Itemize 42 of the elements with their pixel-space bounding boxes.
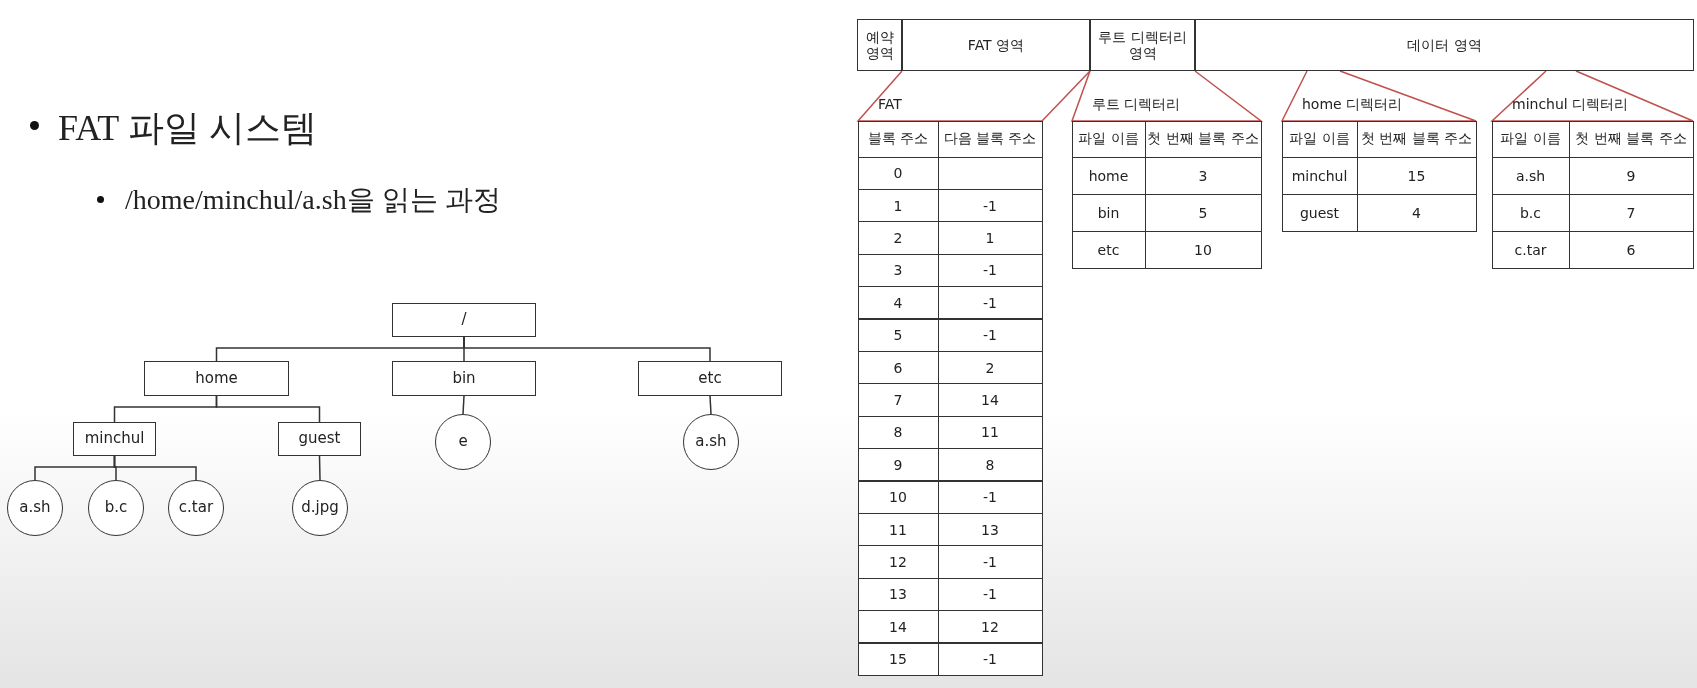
- file-circle: a.sh: [7, 480, 63, 536]
- table-cell: -1: [937, 480, 1043, 514]
- file-circle: e: [435, 414, 491, 470]
- folder-box: minchul: [73, 422, 156, 456]
- table-heading: minchul 디렉터리: [1512, 96, 1629, 114]
- tree-line: [318, 455, 321, 481]
- file-circle: a.sh: [683, 414, 739, 470]
- region-box: 예약 영역: [857, 19, 902, 71]
- region-box: FAT 영역: [902, 19, 1090, 71]
- zoom-line: [856, 70, 1091, 122]
- title: FAT 파일 시스템: [58, 107, 317, 150]
- table-cell: 6: [1568, 230, 1694, 269]
- zoom-line: [1070, 70, 1264, 122]
- folder-box: guest: [278, 422, 361, 456]
- table-cell: 12: [937, 610, 1043, 644]
- table-cell: -1: [937, 318, 1043, 352]
- tree-line: [215, 395, 321, 423]
- folder-box: etc: [638, 361, 782, 396]
- folder-box: home: [144, 361, 289, 396]
- table-cell: 10: [1144, 230, 1262, 269]
- tree-line: [463, 336, 711, 362]
- tree-line: [462, 395, 465, 415]
- tree-line: [709, 395, 712, 415]
- region-box: 루트 디렉터리 영역: [1090, 19, 1195, 71]
- tree-line: [113, 455, 197, 481]
- table-cell: 4: [1356, 193, 1477, 232]
- file-circle: b.c: [88, 480, 144, 536]
- zoom-line: [1280, 70, 1477, 122]
- file-circle: c.tar: [168, 480, 224, 536]
- table-heading: home 디렉터리: [1302, 96, 1403, 114]
- table-cell: -1: [937, 642, 1043, 676]
- folder-box: /: [392, 303, 536, 337]
- zoom-line: [1490, 70, 1694, 122]
- table-heading: FAT: [878, 96, 902, 112]
- table-cell: -1: [937, 286, 1043, 320]
- subtitle: /home/minchul/a.sh을 읽는 과정: [125, 183, 501, 217]
- file-circle: d.jpg: [292, 480, 348, 536]
- table-cell: 8: [937, 448, 1043, 482]
- folder-box: bin: [392, 361, 536, 396]
- region-box: 데이터 영역: [1195, 19, 1694, 71]
- table-cell: 15: [857, 642, 939, 676]
- table-heading: 루트 디렉터리: [1092, 96, 1181, 114]
